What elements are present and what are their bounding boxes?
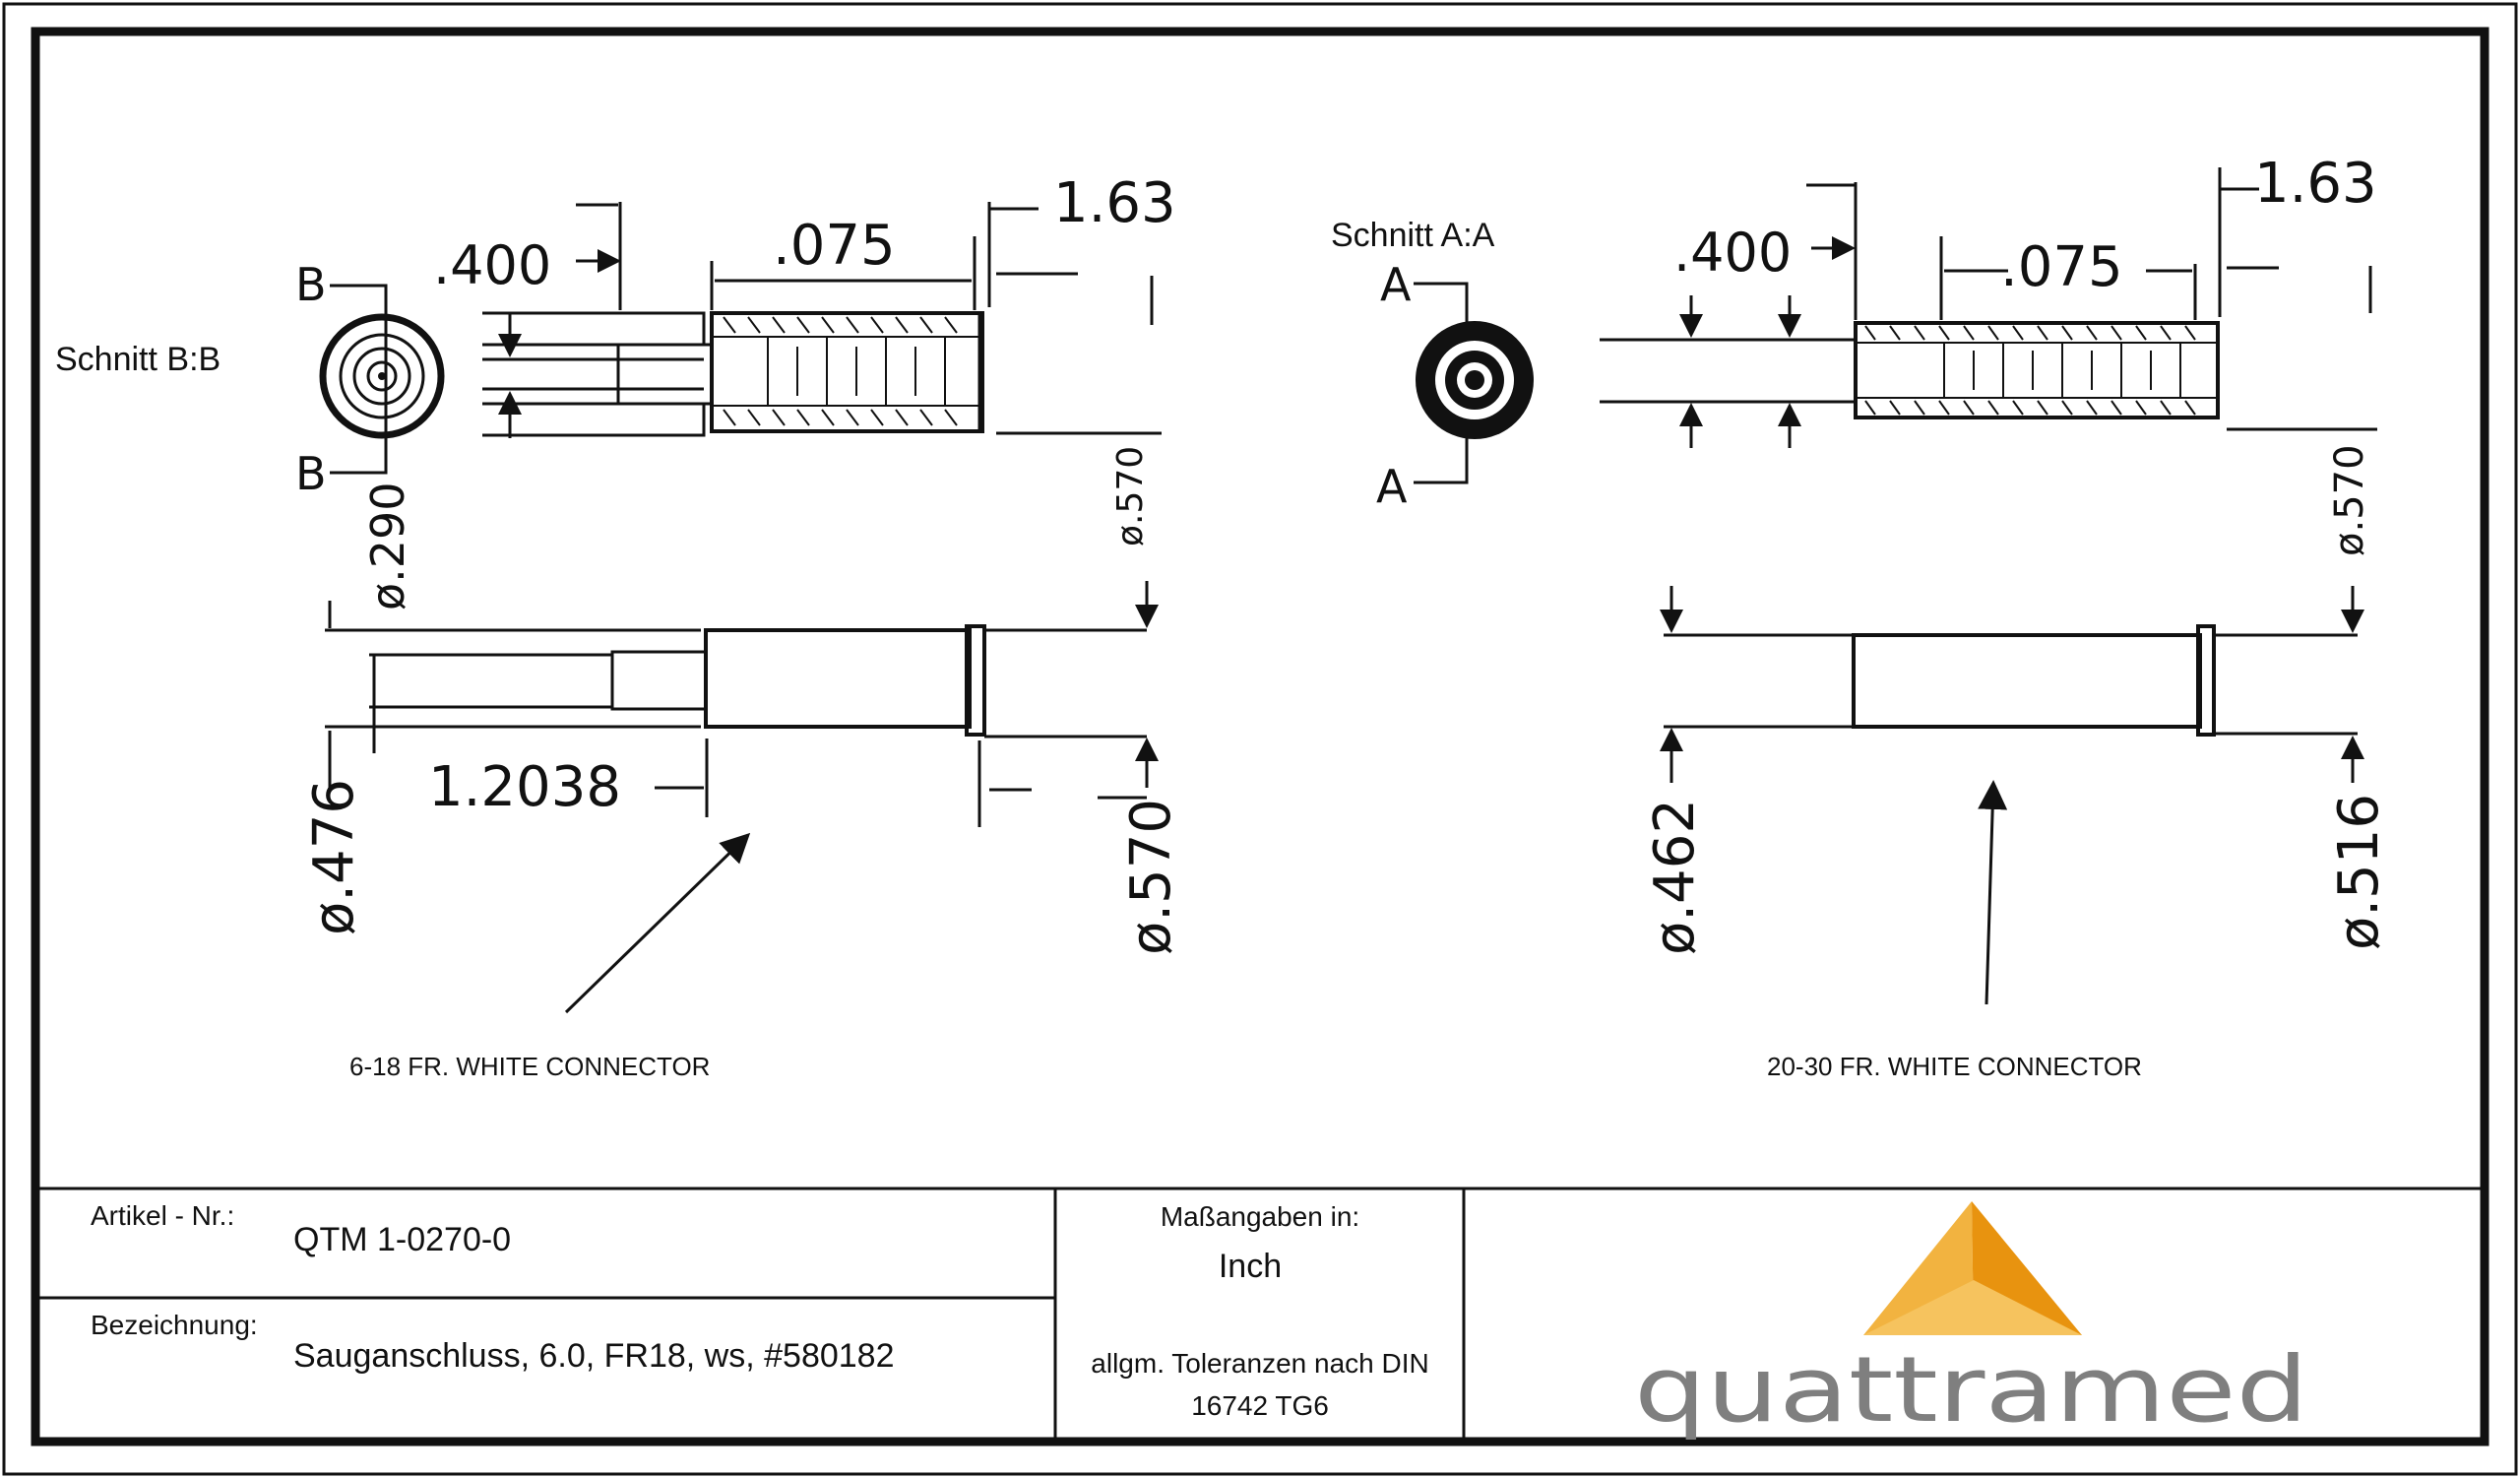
article-number-value: QTM 1-0270-0: [293, 1221, 511, 1258]
left-side-view: [325, 581, 1159, 788]
tolerance-line-2: 16742 TG6: [1191, 1390, 1329, 1421]
left-section-drawing: [482, 311, 984, 437]
quattramed-logo: quattramed: [1634, 1201, 2308, 1443]
right-dim-075: .075: [2000, 235, 2123, 299]
title-block: Artikel - Nr.: QTM 1-0270-0 Bezeichnung:…: [35, 1187, 2485, 1442]
right-leader-arrow: [1978, 780, 2008, 1005]
right-section-drawing: [1600, 321, 2220, 419]
left-section-line: [330, 284, 388, 475]
left-end-view: [319, 313, 445, 439]
right-dim-462: ø.462: [1643, 799, 1707, 955]
logo-wordmark: quattramed: [1634, 1337, 2308, 1443]
right-end-view: [1416, 321, 1534, 439]
left-dim-476: ø.476: [302, 779, 366, 935]
left-leader-arrow: [564, 832, 751, 1014]
units-label: Maßangaben in:: [1161, 1201, 1359, 1232]
right-section-label: Schnitt A:A: [1331, 217, 1495, 254]
left-dim-570-small: ø.570: [1110, 446, 1151, 546]
left-dim-290: ø.290: [361, 482, 414, 610]
left-caption: 6-18 FR. WHITE CONNECTOR: [349, 1052, 710, 1081]
right-dim-516: ø.516: [2327, 794, 2391, 950]
left-section-label: Schnitt B:B: [55, 341, 220, 378]
left-dim-163: 1.63: [1053, 171, 1176, 235]
right-side-view: [1660, 586, 2364, 783]
inner-frame: [31, 27, 2489, 1446]
right-dim-570-small: ø.570: [2327, 444, 2372, 556]
right-dim-400: .400: [1673, 222, 1792, 284]
left-section-marker-bottom: B: [295, 447, 327, 500]
right-section-marker-bottom: A: [1376, 460, 1408, 513]
designation-value: Sauganschluss, 6.0, FR18, ws, #580182: [293, 1337, 895, 1375]
left-dim-075: .075: [773, 214, 896, 278]
right-dim-163: 1.63: [2254, 152, 2377, 216]
units-value: Inch: [1219, 1248, 1282, 1285]
right-caption: 20-30 FR. WHITE CONNECTOR: [1767, 1052, 2142, 1081]
right-connector-view: Schnitt A:A A A .400 .075: [1331, 152, 2391, 1081]
tolerance-line-1: allgm. Toleranzen nach DIN: [1091, 1348, 1428, 1379]
right-section-marker-top: A: [1380, 258, 1412, 311]
article-number-label: Artikel - Nr.:: [91, 1200, 234, 1231]
left-section-marker-top: B: [295, 258, 327, 311]
left-dim-12038: 1.2038: [428, 755, 621, 819]
left-connector-view: Schnitt B:B B B .40: [55, 171, 1183, 1081]
left-dim-570: ø.570: [1119, 799, 1183, 955]
logo-pyramid-base: [1863, 1280, 2082, 1335]
designation-label: Bezeichnung:: [91, 1310, 258, 1340]
left-dim-400: .400: [433, 234, 551, 296]
